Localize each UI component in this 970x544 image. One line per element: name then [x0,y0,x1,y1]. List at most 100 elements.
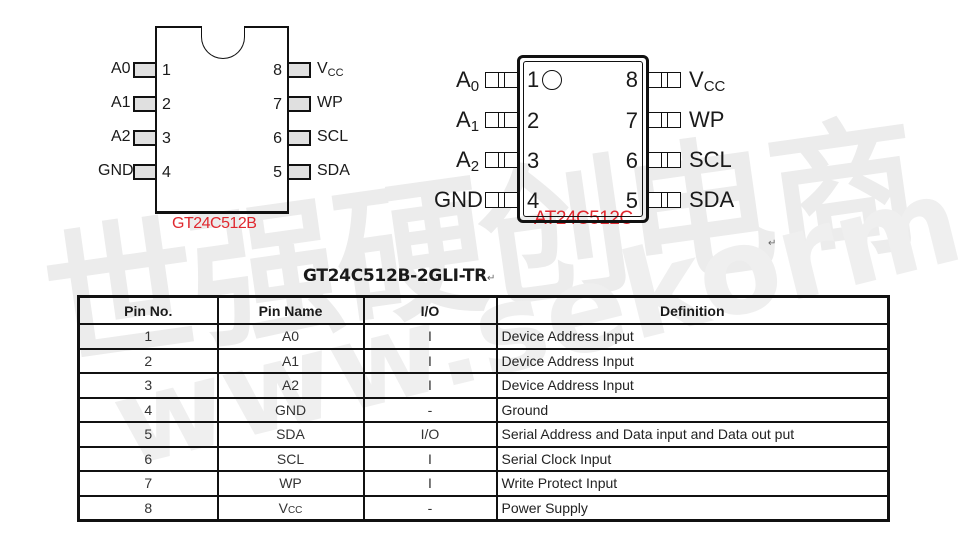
pin-lead [485,192,517,208]
chip-diagram-at24c512c: 1 2 3 4 8 7 6 5 A0 A1 A2 GND VCC WP SCL … [0,0,970,250]
cell-definition: Ground [495,396,890,423]
column-header-pin-no: Pin No. [77,295,219,325]
pin-name: VCC [317,60,344,80]
cell-io: I [362,323,498,350]
pin-lead [649,112,681,128]
table-row: 5 SDA I/O Serial Address and Data input … [77,421,890,448]
pin-name: GND [434,187,483,212]
pin-name: SCL [689,147,732,172]
pin-number: 6 [625,148,638,173]
paragraph-mark-icon: ↵ [486,273,496,284]
column-header-io: I/O [362,295,498,325]
pin-lead [289,164,311,180]
pin-number: 2 [162,96,171,113]
cell-definition: Device Address Input [495,372,890,399]
table-row: 6 SCL I Serial Clock Input [77,445,890,472]
column-header-pin-name: Pin Name [216,295,365,325]
paragraph-mark-icon: ↵ [768,238,777,249]
chip-body: 1 2 3 4 8 7 6 5 [485,55,681,223]
cell-definition: Write Protect Input [495,470,890,497]
cell-pin-name: A1 [216,347,365,374]
pin-name: SCL [317,128,349,145]
pin-name: VCC [689,67,726,96]
cell-io: I [362,470,498,497]
pin-name: WP [689,107,725,132]
cell-definition: Serial Address and Data input and Data o… [495,421,890,448]
pin-name: SDA [689,187,735,212]
cell-pin-no: 6 [77,445,219,472]
cell-pin-no: 1 [77,323,219,350]
pin-number: 8 [273,62,282,79]
chip-label: AT24C512C [534,208,633,229]
cell-pin-name: SDA [216,421,365,448]
pin-number: 5 [273,164,282,181]
pin-number: 3 [527,148,540,173]
pin-number: 3 [162,130,171,147]
pin-lead [485,72,517,88]
cell-pin-name: GND [216,396,365,423]
cell-pin-no: 4 [77,396,219,423]
cell-pin-no: 8 [77,494,219,522]
pin-name: WP [317,94,343,111]
pin-lead [289,130,311,146]
pin1-dot-icon [542,70,562,90]
cell-pin-name: VCC [216,494,365,522]
cell-io: I [362,347,498,374]
column-header-definition: Definition [495,295,890,325]
pin-number: 4 [162,164,171,181]
pin-lead [133,130,155,146]
pin-name: A1 [111,94,131,111]
pin-name: A0 [456,67,480,96]
pin-number: 2 [527,108,540,133]
cell-io: - [362,494,498,522]
table-row: 8 VCC - Power Supply [77,494,890,522]
pin-lead [289,62,311,78]
pin-name: A2 [456,147,480,176]
cell-pin-no: 5 [77,421,219,448]
table-row: 1 A0 I Device Address Input [77,323,890,350]
cell-io: - [362,396,498,423]
part-title: GT24C512B-2GLI-TR↵ [303,266,496,286]
pin-lead [133,96,155,112]
pin-lead [133,62,155,78]
cell-io: I [362,372,498,399]
cell-definition: Serial Clock Input [495,445,890,472]
pin-number: 4 [527,188,540,213]
chip-diagram-gt24c512b: 1 2 3 4 8 7 6 5 A0 A1 A2 GND VCC WP SCL … [0,0,420,250]
pin-number: 6 [273,130,282,147]
cell-definition: Device Address Input [495,323,890,350]
table-row: 2 A1 I Device Address Input [77,347,890,374]
pin-number: 7 [273,96,282,113]
chip-inner-outline [523,61,643,217]
table-row: 7 WP I Write Protect Input [77,470,890,497]
pin-lead [289,96,311,112]
chip-label: GT24C512B [172,215,257,232]
cell-pin-no: 3 [77,372,219,399]
pin-name: SDA [317,162,350,179]
cell-pin-name: SCL [216,445,365,472]
cell-pin-no: 2 [77,347,219,374]
cell-definition: Power Supply [495,494,890,522]
pin-name: A1 [456,107,480,136]
cell-pin-name: A2 [216,372,365,399]
pin-number: 8 [625,67,638,92]
table-row: 4 GND - Ground [77,396,890,423]
pin-lead [485,112,517,128]
pin-lead [133,164,155,180]
pin-name: A0 [111,60,131,77]
table-header-row: Pin No. Pin Name I/O Definition [77,295,890,325]
pin-lead [485,152,517,168]
pin-lead [649,72,681,88]
chip-body: 1 2 3 4 8 7 6 5 [133,26,311,214]
cell-pin-name: WP [216,470,365,497]
pin-number: 1 [527,67,540,92]
pin-number: 5 [625,188,638,213]
pin-name: A2 [111,128,131,145]
pin-lead [649,152,681,168]
cell-pin-name: A0 [216,323,365,350]
cell-pin-no: 7 [77,470,219,497]
pin-number: 1 [162,62,171,79]
pin-lead [649,192,681,208]
pin-definition-table: Pin No. Pin Name I/O Definition 1 A0 I D… [77,295,890,522]
cell-io: I [362,445,498,472]
